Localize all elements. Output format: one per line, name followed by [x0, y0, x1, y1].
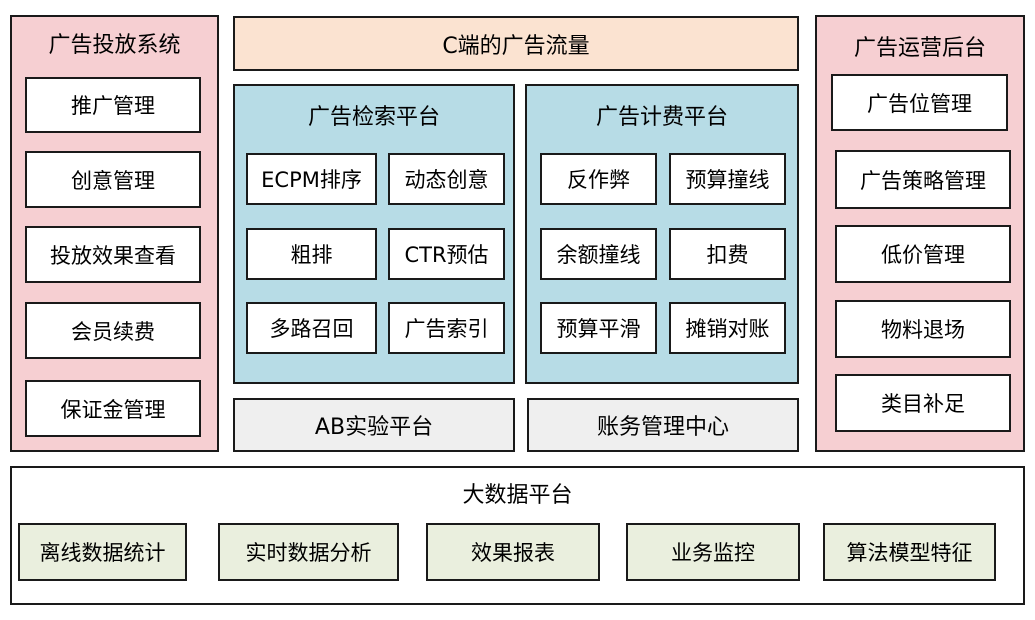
ad-slot-management-item: 广告位管理 [831, 74, 1008, 131]
creative-management-item: 创意管理 [25, 151, 201, 208]
budget-cap-item: 预算撞线 [669, 153, 786, 205]
realtime-analysis-item: 实时数据分析 [218, 523, 399, 581]
material-exit-item: 物料退场 [835, 300, 1011, 358]
ad-retrieval-platform-title: 广告检索平台 [307, 105, 440, 130]
budget-smoothing-item: 预算平滑 [540, 302, 657, 354]
offline-statistics-item: 离线数据统计 [18, 523, 187, 581]
ad-billing-platform-title: 广告计费平台 [595, 105, 728, 130]
low-price-management-item: 低价管理 [835, 225, 1011, 283]
delivery-effect-view-item: 投放效果查看 [25, 226, 201, 283]
ecpm-ranking-item: ECPM排序 [246, 153, 377, 205]
big-data-platform-title: 大数据平台 [462, 483, 573, 508]
membership-renewal-item: 会员续费 [25, 302, 201, 359]
business-monitoring-item: 业务监控 [626, 523, 800, 581]
category-supplement-item: 类目补足 [835, 374, 1011, 432]
amortization-reconciliation-item: 摊销对账 [669, 302, 786, 354]
ad-strategy-management-item: 广告策略管理 [835, 150, 1011, 209]
charge-item: 扣费 [669, 228, 786, 280]
algorithm-model-features-item: 算法模型特征 [823, 523, 996, 581]
ctr-prediction-item: CTR预估 [388, 228, 505, 280]
deposit-management-item: 保证金管理 [25, 380, 201, 437]
accounting-management-center: 账务管理中心 [527, 398, 799, 452]
anti-fraud-item: 反作弊 [540, 153, 657, 205]
ad-delivery-system-title: 广告投放系统 [48, 33, 181, 58]
balance-cap-item: 余额撞线 [540, 228, 657, 280]
effect-report-item: 效果报表 [426, 523, 600, 581]
coarse-ranking-item: 粗排 [246, 228, 377, 280]
c-end-traffic-banner: C端的广告流量 [233, 16, 799, 71]
ad-index-item: 广告索引 [388, 302, 505, 354]
dynamic-creative-item: 动态创意 [388, 153, 505, 205]
ad-operations-backend-title: 广告运营后台 [853, 36, 986, 61]
promotion-management-item: 推广管理 [25, 77, 201, 133]
ab-testing-platform: AB实验平台 [233, 398, 515, 452]
multi-recall-item: 多路召回 [246, 302, 377, 354]
